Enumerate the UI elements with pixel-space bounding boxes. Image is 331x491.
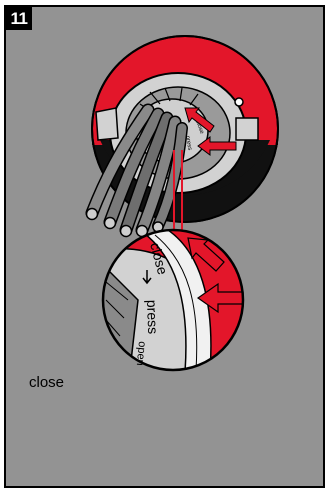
collar-label-press: press bbox=[144, 300, 161, 335]
magnifier-callout: close press open bbox=[103, 228, 243, 372]
step-caption: close bbox=[29, 374, 64, 391]
